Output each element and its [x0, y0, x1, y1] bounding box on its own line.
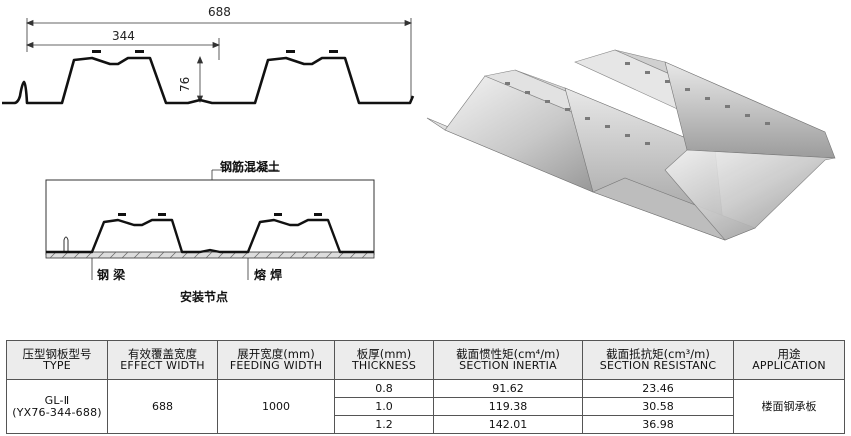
header-section-resistance: 截面抵抗矩(cm³/m)SECTION RESISTANC: [582, 340, 734, 380]
cell-resistance: 23.46: [582, 379, 734, 398]
deck-profile: [2, 56, 415, 105]
install-drawing: [45, 169, 375, 280]
emboss-dots: [505, 62, 770, 145]
concrete-outline: [45, 179, 375, 255]
stud-left: [63, 236, 69, 252]
install-embossments: [118, 213, 322, 216]
table-row: 1.2 142.01 36.98: [7, 415, 845, 434]
table-row: 1.0 119.38 30.58: [7, 397, 845, 416]
cell-type: GL-Ⅱ(YX76-344-688): [6, 379, 108, 434]
cell-thickness: 1.2: [334, 415, 434, 434]
cell-effect-width: 688: [107, 379, 218, 434]
header-section-inertia: 截面惯性矩(cm⁴/m)SECTION INERTIA: [433, 340, 583, 380]
cell-feeding-width: 1000: [217, 379, 335, 434]
cell-inertia: 142.01: [433, 415, 583, 434]
cell-resistance: 36.98: [582, 415, 734, 434]
dim-height-label: 76: [178, 76, 192, 92]
cell-resistance: 30.58: [582, 397, 734, 416]
cell-thickness: 0.8: [334, 379, 434, 398]
header-feeding-width: 展开宽度(mm)FEEDING WIDTH: [217, 340, 335, 380]
dim-pitch-label: 344: [112, 29, 135, 43]
dimension-pitch: [25, 38, 221, 60]
weld-label: 熔 焊: [254, 268, 283, 282]
dimension-height: [196, 55, 204, 104]
install-deck-profile: [46, 218, 374, 254]
table-row: GL-Ⅱ(YX76-344-688) 688 1000 0.8 91.62 23…: [6, 379, 845, 434]
beam-flange: [45, 251, 375, 259]
cell-inertia: 119.38: [433, 397, 583, 416]
embossment-marks: [92, 50, 338, 53]
cell-application: 楼面钢承板: [733, 379, 845, 434]
profile-drawing: [2, 18, 415, 105]
concrete-label: 钢筋混凝土: [220, 160, 281, 174]
cell-thickness: 1.0: [334, 397, 434, 416]
beam-label: 钢 梁: [97, 268, 126, 282]
cell-inertia: 91.62: [433, 379, 583, 398]
deck-3d-render: [426, 49, 836, 241]
dimension-total: [25, 18, 413, 100]
dim-total-label: 688: [208, 5, 231, 19]
header-thickness: 板厚(mm)THICKNESS: [334, 340, 434, 380]
install-caption: 安装节点: [180, 290, 229, 304]
